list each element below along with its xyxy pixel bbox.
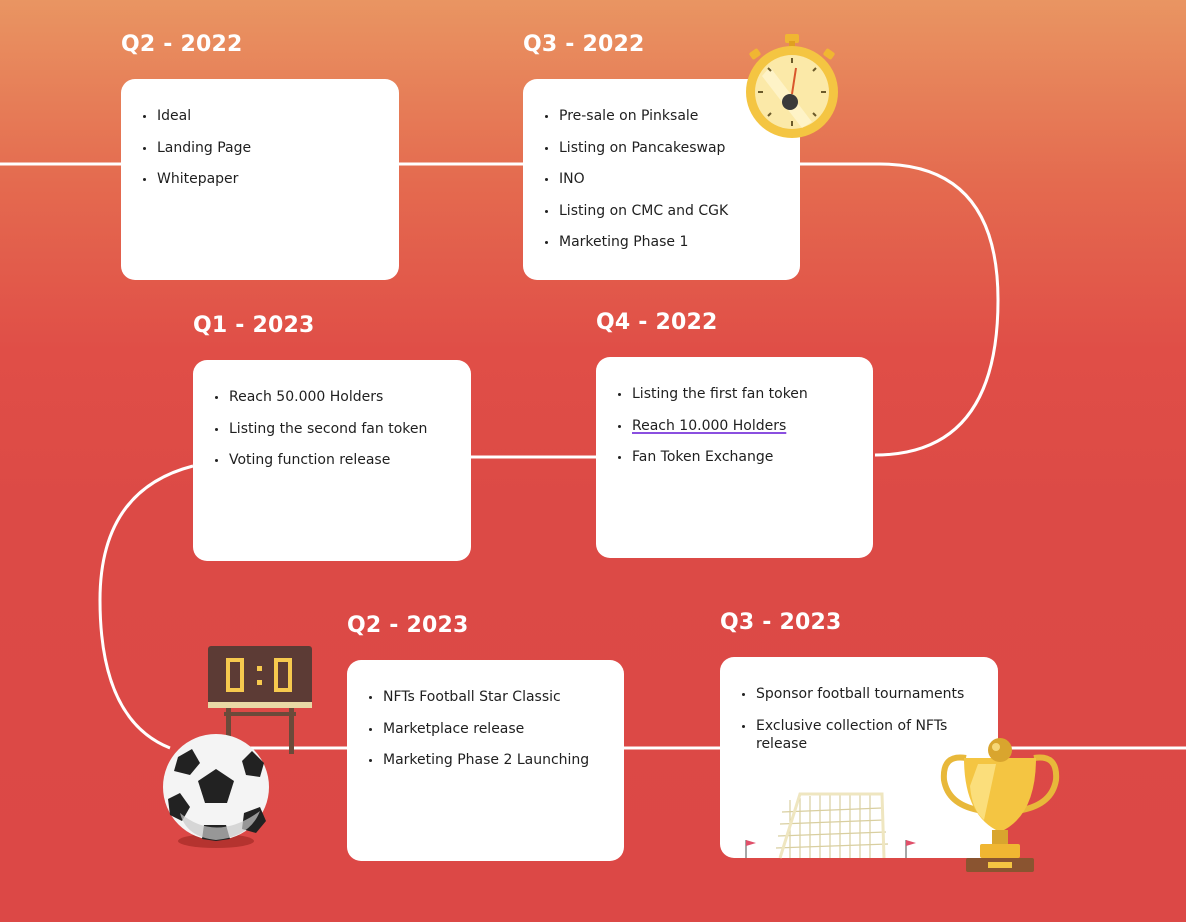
milestone-item: Whitepaper <box>143 170 381 188</box>
milestone-item: Fan Token Exchange <box>618 448 855 466</box>
milestone-item: Marketing Phase 1 <box>545 233 782 251</box>
scoreboard-icon <box>208 646 312 754</box>
milestone-title-q1-2023: Q1 - 2023 <box>193 313 315 338</box>
spellcheck-text: Reach 10.000 Holders <box>632 417 787 434</box>
milestone-item: Listing on CMC and CGK <box>545 202 782 220</box>
milestone-item: Reach 10.000 Holders <box>618 417 855 435</box>
milestone-card-q2-2022: Ideal Landing Page Whitepaper <box>121 79 399 280</box>
milestone-item: NFTs Football Star Classic <box>369 688 606 706</box>
milestone-item: Reach 50.000 Holders <box>215 388 453 406</box>
milestone-title-q2-2023: Q2 - 2023 <box>347 613 469 638</box>
goal-net-icon <box>745 792 916 859</box>
milestone-card-q2-2023: NFTs Football Star Classic Marketplace r… <box>347 660 624 861</box>
milestone-item: Ideal <box>143 107 381 125</box>
milestone-item: Listing the second fan token <box>215 420 453 438</box>
milestone-card-q4-2022: Listing the first fan token Reach 10.000… <box>596 357 873 558</box>
milestone-title-q2-2022: Q2 - 2022 <box>121 32 243 57</box>
soccer-ball-icon <box>163 734 269 848</box>
trophy-icon <box>940 738 1060 872</box>
milestone-title-q4-2022: Q4 - 2022 <box>596 310 718 335</box>
milestone-item: Sponsor football tournaments <box>742 685 980 703</box>
milestone-card-q1-2023: Reach 50.000 Holders Listing the second … <box>193 360 471 561</box>
milestone-item: Marketing Phase 2 Launching <box>369 751 606 769</box>
milestone-item: Listing on Pancakeswap <box>545 139 782 157</box>
milestone-item: Exclusive collection of NFTs release <box>742 717 980 753</box>
milestone-item: Voting function release <box>215 451 453 469</box>
milestone-item: Marketplace release <box>369 720 606 738</box>
milestone-item: INO <box>545 170 782 188</box>
milestone-item: Pre-sale on Pinksale <box>545 107 782 125</box>
milestone-item: Landing Page <box>143 139 381 157</box>
stopwatch-icon <box>746 34 838 138</box>
milestone-title-q3-2023: Q3 - 2023 <box>720 610 842 635</box>
milestone-title-q3-2022: Q3 - 2022 <box>523 32 645 57</box>
milestone-card-q3-2022: Pre-sale on Pinksale Listing on Pancakes… <box>523 79 800 280</box>
milestone-item: Listing the first fan token <box>618 385 855 403</box>
